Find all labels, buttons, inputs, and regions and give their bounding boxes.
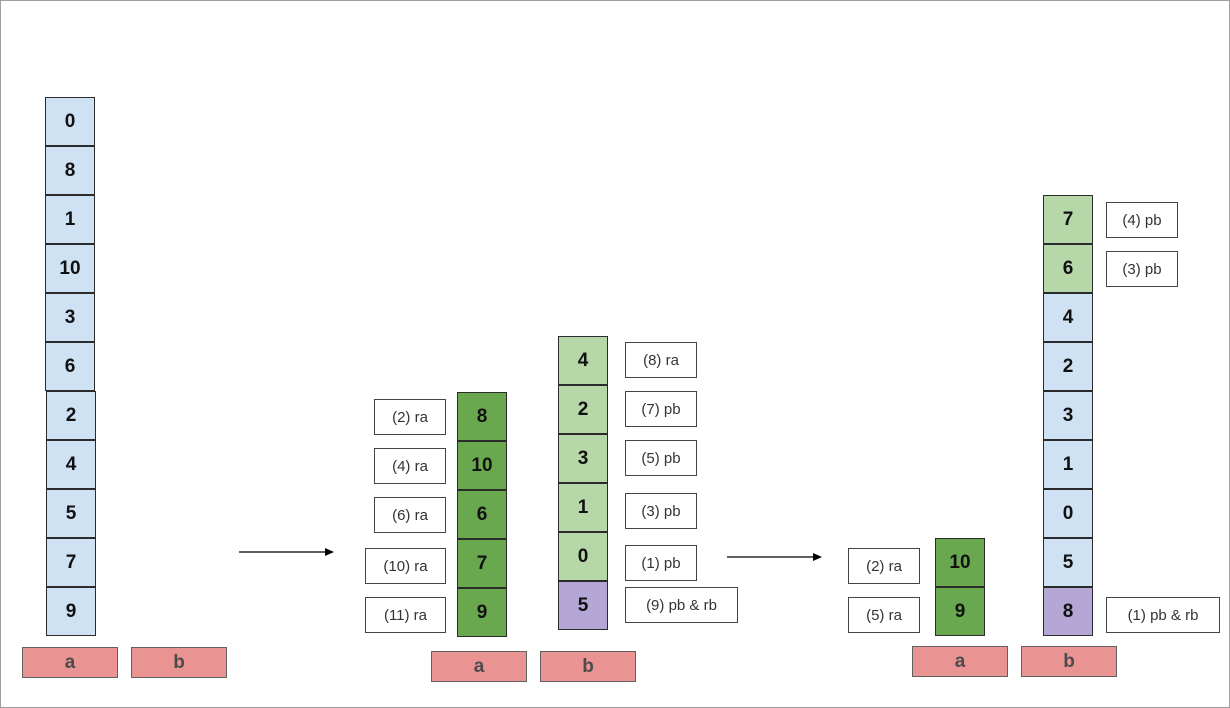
stack-a-cell: 5 bbox=[46, 489, 96, 538]
stack-a-cell: 10 bbox=[45, 244, 95, 293]
arrow-right-icon bbox=[727, 553, 822, 561]
stack-a-label-text: a bbox=[954, 650, 966, 672]
stack-a-cell: 7 bbox=[46, 538, 96, 587]
operation-note: (6) ra bbox=[374, 497, 446, 533]
stack-b-label: b bbox=[131, 647, 227, 678]
stack-a-cell: 2 bbox=[46, 391, 96, 440]
stack-b-label-text: b bbox=[1063, 650, 1075, 672]
stack-b-cell: 0 bbox=[1043, 489, 1093, 538]
operation-note: (2) ra bbox=[848, 548, 920, 584]
operation-note: (1) pb bbox=[625, 545, 697, 581]
stack-b-label-text: b bbox=[173, 651, 185, 673]
stack-b-cell: 8 bbox=[1043, 587, 1093, 636]
stack-b-cell: 7 bbox=[1043, 195, 1093, 244]
stack-b-cell: 5 bbox=[1043, 538, 1093, 587]
stack-b-cell: 5 bbox=[558, 581, 608, 630]
stack-a-cell: 3 bbox=[45, 293, 95, 342]
stack-b-cell: 3 bbox=[558, 434, 608, 483]
operation-note: (5) ra bbox=[848, 597, 920, 633]
stack-a-label: a bbox=[22, 647, 118, 678]
stack-b-label-text: b bbox=[582, 655, 594, 677]
stack-a-label-text: a bbox=[64, 651, 76, 673]
stack-a-label-text: a bbox=[473, 655, 485, 677]
stack-b-cell: 1 bbox=[1043, 440, 1093, 489]
stack-b-cell: 4 bbox=[558, 336, 608, 385]
operation-note: (4) ra bbox=[374, 448, 446, 484]
stack-b-cell: 2 bbox=[558, 385, 608, 434]
stack-a-cell: 0 bbox=[45, 97, 95, 146]
stack-b-label: b bbox=[540, 651, 636, 682]
operation-note: (8) ra bbox=[625, 342, 697, 378]
stack-a-label: a bbox=[431, 651, 527, 682]
operation-note: (3) pb bbox=[625, 493, 697, 529]
stack-b-cell: 6 bbox=[1043, 244, 1093, 293]
stack-a-cell: 4 bbox=[46, 440, 96, 489]
stack-b-cell: 3 bbox=[1043, 391, 1093, 440]
stack-a-cell: 10 bbox=[935, 538, 985, 587]
operation-note: (7) pb bbox=[625, 391, 697, 427]
stack-b-label: b bbox=[1021, 646, 1117, 677]
stack-a-cell: 8 bbox=[457, 392, 507, 441]
stack-a-cell: 9 bbox=[46, 587, 96, 636]
operation-note: (9) pb & rb bbox=[625, 587, 738, 623]
stack-b-cell: 4 bbox=[1043, 293, 1093, 342]
stack-b-cell: 0 bbox=[558, 532, 608, 581]
operation-note: (2) ra bbox=[374, 399, 446, 435]
stack-a-cell: 6 bbox=[457, 490, 507, 539]
operation-note: (5) pb bbox=[625, 440, 697, 476]
arrow-right-icon bbox=[239, 548, 334, 556]
operation-note: (11) ra bbox=[365, 597, 446, 633]
stack-a-cell: 9 bbox=[935, 587, 985, 636]
stack-a-label: a bbox=[912, 646, 1008, 677]
operation-note: (1) pb & rb bbox=[1106, 597, 1220, 633]
operation-note: (10) ra bbox=[365, 548, 446, 584]
stack-a-cell: 7 bbox=[457, 539, 507, 588]
stack-b-cell: 2 bbox=[1043, 342, 1093, 391]
operation-note: (3) pb bbox=[1106, 251, 1178, 287]
operation-note: (4) pb bbox=[1106, 202, 1178, 238]
stack-a-cell: 10 bbox=[457, 441, 507, 490]
stack-a-cell: 6 bbox=[45, 342, 95, 391]
stack-b-cell: 1 bbox=[558, 483, 608, 532]
stack-a-cell: 9 bbox=[457, 588, 507, 637]
stack-a-cell: 1 bbox=[45, 195, 95, 244]
stack-a-cell: 8 bbox=[45, 146, 95, 195]
